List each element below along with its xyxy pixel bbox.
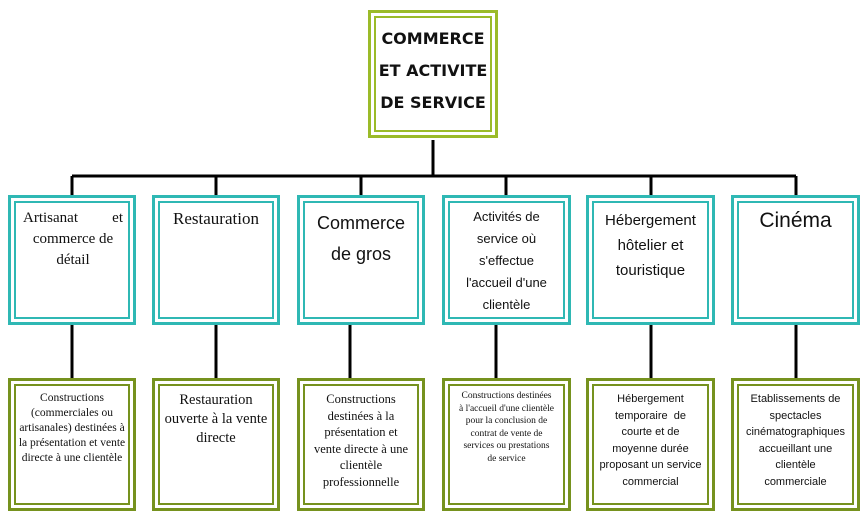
description-hebergement-line-1: Hébergement bbox=[617, 393, 684, 405]
category-cinema: Cinéma bbox=[731, 195, 860, 325]
description-restauration-line-1: Restauration bbox=[179, 392, 253, 408]
category-artisanat-title-word-2: et bbox=[112, 210, 123, 226]
category-hebergement-title-line-2: hôtelier et bbox=[617, 237, 684, 254]
description-cinema-line-5: clientèle bbox=[775, 459, 816, 471]
description-commerce-line-4: vente directe à une bbox=[313, 441, 409, 456]
root-title-line-3: DE SERVICE bbox=[380, 93, 486, 112]
root-node: COMMERCE ET ACTIVITE DE SERVICE bbox=[368, 10, 498, 138]
description-commerce-line-6: professionnelle bbox=[322, 474, 400, 489]
description-commerce-line-1: Constructions bbox=[326, 392, 396, 406]
category-artisanat-title-line-3: détail bbox=[56, 252, 90, 268]
category-commerce-de-gros-title-line-2: de gros bbox=[330, 244, 392, 264]
category-artisanat: Artisanat et commerce de détail bbox=[8, 195, 136, 325]
category-activites-title-line-4: l'accueil d'une bbox=[466, 275, 547, 290]
description-artisanat: Constructions (commerciales ou artisanal… bbox=[8, 378, 136, 511]
category-commerce-de-gros-title-line-1: Commerce bbox=[316, 213, 405, 233]
root-title-line-2: ET ACTIVITE bbox=[378, 61, 488, 80]
category-commerce-de-gros: Commerce de gros bbox=[297, 195, 425, 325]
description-cinema: Etablissements de spectacles cinématogra… bbox=[731, 378, 860, 511]
root-title-line-1: COMMERCE bbox=[381, 29, 485, 48]
description-artisanat-line-1: Constructions bbox=[40, 392, 104, 404]
category-activites-de-service: Activités de service où s'effectue l'acc… bbox=[442, 195, 571, 325]
description-commerce-line-3: présentation et bbox=[324, 425, 398, 439]
category-activites-title-line-1: Activités de bbox=[473, 209, 540, 224]
description-commerce-de-gros: Constructions destinées à la présentatio… bbox=[297, 378, 425, 511]
category-activites-title-line-2: service où bbox=[476, 231, 537, 246]
category-artisanat-title-word-1: Artisanat bbox=[23, 210, 78, 226]
description-hebergement-line-6: commercial bbox=[622, 475, 679, 488]
description-activites-line-2: à l'accueil d'une clientèle bbox=[459, 403, 554, 414]
category-artisanat-title-row: Artisanat et bbox=[23, 208, 123, 229]
description-hebergement-line-3: courte et de bbox=[621, 426, 680, 438]
description-activites-line-5: services ou prestations bbox=[463, 441, 550, 451]
description-artisanat-line-3: artisanales) destinées à bbox=[19, 422, 125, 434]
description-activites-line-6: de service bbox=[487, 453, 526, 464]
description-cinema-line-2: spectacles bbox=[769, 409, 822, 422]
category-hebergement-title-line-3: touristique bbox=[615, 262, 686, 279]
description-cinema-line-6: commerciale bbox=[764, 475, 827, 488]
category-hebergement-title-line-1: Hébergement bbox=[605, 212, 696, 229]
description-hebergement-line-2: temporaire de bbox=[615, 409, 686, 422]
category-activites-title-line-5: clientèle bbox=[482, 297, 531, 312]
description-restauration-line-2: ouverte à la vente bbox=[164, 411, 268, 427]
description-hebergement-line-5: proposant un service bbox=[599, 459, 702, 471]
description-activites-line-4: contrat de vente de bbox=[470, 428, 543, 439]
description-activites-line-1: Constructions destinées bbox=[461, 391, 552, 401]
category-hebergement: Hébergement hôtelier et touristique bbox=[586, 195, 715, 325]
category-cinema-title: Cinéma bbox=[759, 209, 832, 232]
description-restauration: Restauration ouverte à la vente directe bbox=[152, 378, 280, 511]
description-restauration-line-3: directe bbox=[196, 430, 236, 446]
description-hebergement: Hébergement temporaire de courte et de m… bbox=[586, 378, 715, 511]
description-activites-line-3: pour la conclusion de bbox=[465, 416, 548, 426]
category-restauration-title: Restauration bbox=[173, 209, 259, 228]
description-commerce-line-5: clientèle bbox=[339, 458, 383, 472]
category-restauration: Restauration bbox=[152, 195, 280, 325]
category-artisanat-title-line-2: commerce de bbox=[32, 231, 114, 247]
description-activites-de-service: Constructions destinées à l'accueil d'un… bbox=[442, 378, 571, 511]
description-commerce-line-2: destinées à la bbox=[327, 408, 395, 423]
description-cinema-line-1: Etablissements de bbox=[750, 393, 841, 405]
description-hebergement-line-4: moyenne durée bbox=[612, 442, 689, 455]
description-cinema-line-4: accueillant une bbox=[758, 442, 833, 455]
category-activites-title-line-3: s'effectue bbox=[478, 253, 534, 268]
description-artisanat-line-2: (commerciales ou bbox=[30, 407, 114, 419]
description-artisanat-line-4: la présentation et vente bbox=[18, 437, 126, 449]
description-artisanat-line-5: directe à une clientèle bbox=[21, 452, 123, 464]
description-cinema-line-3: cinématographiques bbox=[745, 426, 846, 438]
